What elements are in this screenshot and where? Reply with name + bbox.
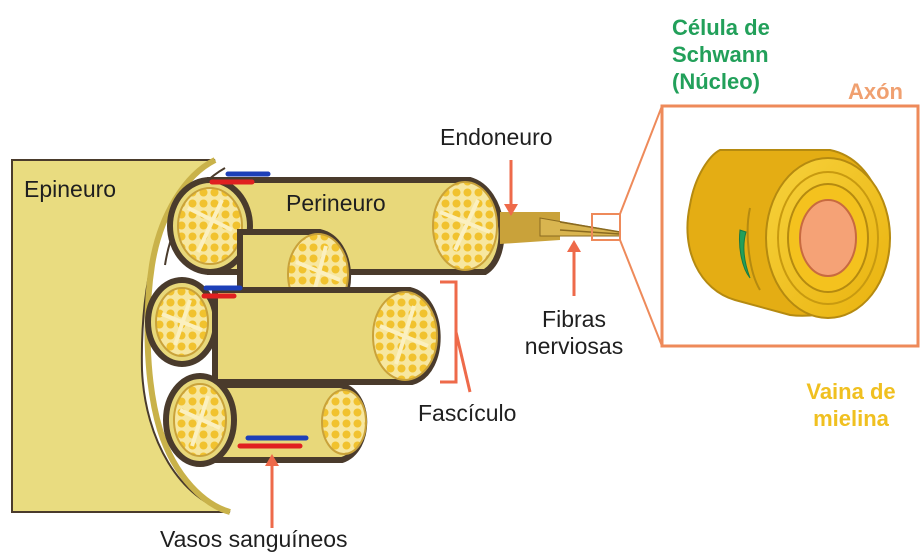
label-schwann-line-3: (Núcleo) [672,68,770,95]
label-vasos-sanguineos: Vasos sanguíneos [160,526,348,553]
label-fasciculo: Fascículo [418,400,516,427]
label-fibras-line-2: nerviosas [524,333,624,360]
label-axon: Axón [848,78,903,105]
label-fibras-nerviosas: Fibras nerviosas [524,306,624,360]
label-epineuro: Epineuro [24,176,116,203]
fascicle-left [148,280,216,364]
fascicle-bottom [166,376,366,464]
label-schwann-line-1: Célula de [672,14,770,41]
label-schwann-line-2: Schwann [672,41,770,68]
label-perineuro: Perineuro [286,190,386,217]
label-vaina-line-2: mielina [786,405,916,432]
label-vaina-mielina: Vaina de mielina [786,378,916,432]
label-endoneuro: Endoneuro [440,124,553,151]
label-vaina-line-1: Vaina de [786,378,916,405]
label-fibras-line-1: Fibras [524,306,624,333]
label-celula-schwann: Célula de Schwann (Núcleo) [672,14,770,95]
myelinated-axon [687,150,890,318]
fascicle-middle [215,290,438,382]
